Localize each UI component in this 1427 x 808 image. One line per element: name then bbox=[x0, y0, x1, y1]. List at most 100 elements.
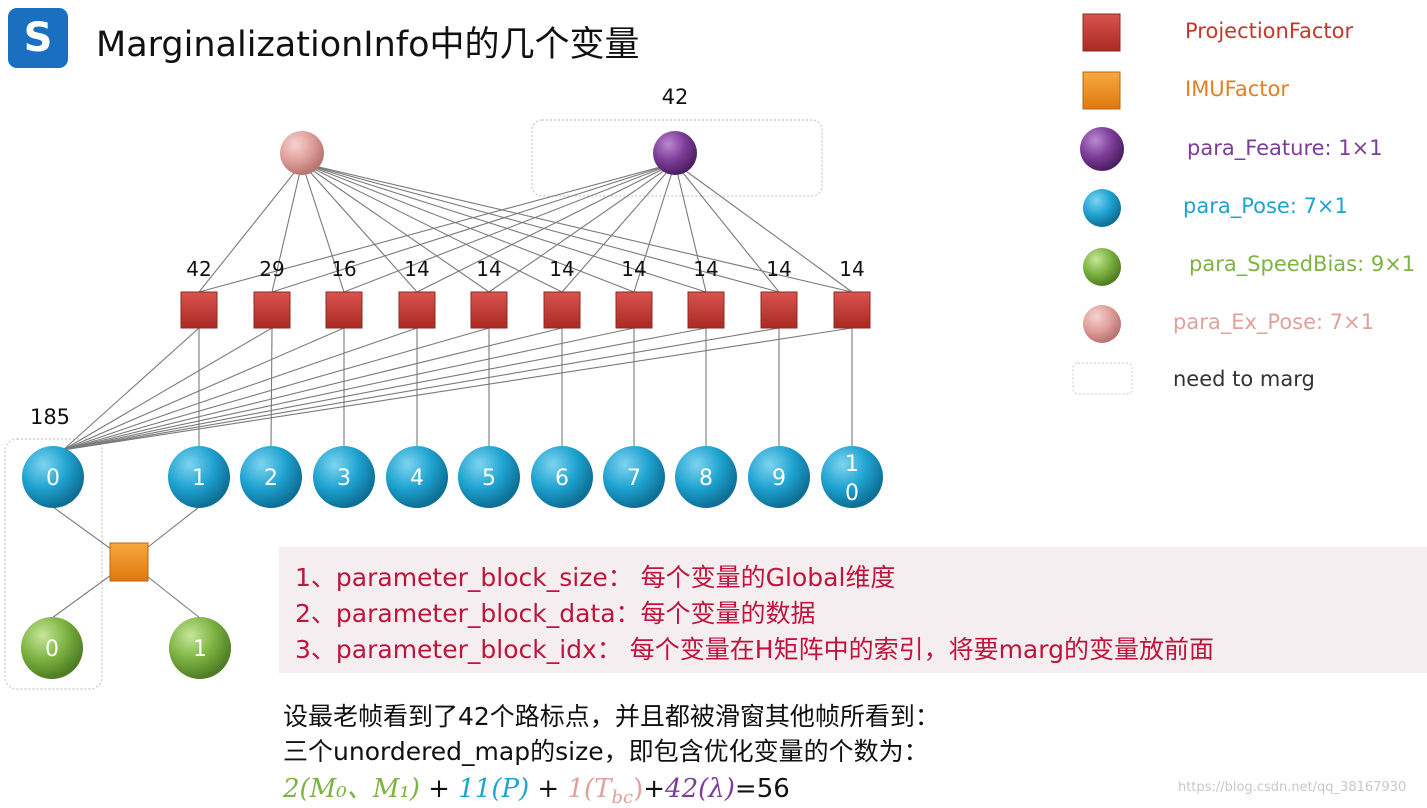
block-size-label: 185 bbox=[30, 405, 70, 429]
edge-expose-to-proj-7 bbox=[301, 162, 707, 293]
formula-expose-subscript: bc bbox=[611, 787, 634, 808]
edge-expose-to-proj-5 bbox=[301, 162, 563, 293]
projection-count-label: 42 bbox=[186, 257, 211, 281]
logo-icon: S bbox=[8, 8, 68, 68]
edge-feature-to-proj-3 bbox=[416, 162, 676, 293]
edge-proj-7-to-pose-0 bbox=[62, 327, 707, 451]
projection-count-label: 14 bbox=[404, 257, 429, 281]
edge-expose-to-proj-1 bbox=[271, 162, 303, 293]
note-line-1: 设最老帧看到了42个路标点，并且都被滑窗其他帧所看到： bbox=[283, 702, 940, 731]
edge-proj-1-to-pose-0 bbox=[62, 327, 273, 451]
edge-proj-9-to-pose-0 bbox=[62, 327, 853, 451]
pose-node-0 bbox=[22, 446, 84, 508]
edge-proj-5-to-pose-0 bbox=[62, 327, 563, 451]
info-line-3: 3、parameter_block_idx： 每个变量在H矩阵中的索引，将要ma… bbox=[295, 635, 1214, 664]
formula-feature-term: 42(λ) bbox=[665, 774, 735, 804]
formula-expose-close: ) bbox=[633, 774, 644, 804]
pose-node-label: 1 bbox=[845, 452, 859, 477]
pose-node-label: 2 bbox=[264, 466, 278, 491]
pose-node-2 bbox=[240, 446, 302, 508]
logo-glyph: S bbox=[23, 15, 53, 61]
legend-marg-box-icon bbox=[1072, 362, 1133, 395]
pose-node-6 bbox=[531, 446, 593, 508]
marg-box-feature bbox=[531, 119, 823, 197]
edge-proj-1-to-pose-2 bbox=[270, 327, 273, 447]
pose-node-7 bbox=[603, 446, 665, 508]
edge-feature-to-proj-6 bbox=[633, 162, 676, 293]
edge-expose-to-proj-6 bbox=[301, 162, 635, 293]
projection-factor-4 bbox=[470, 291, 508, 329]
legend-expose-label: para_Ex_Pose: 7×1 bbox=[1173, 310, 1375, 334]
edge-expose-to-proj-9 bbox=[301, 162, 853, 293]
edge-feature-to-proj-0 bbox=[198, 162, 676, 293]
ex-pose-node bbox=[280, 131, 324, 175]
pose-node-label: 4 bbox=[410, 466, 424, 491]
legend-projection-label: ProjectionFactor bbox=[1185, 19, 1354, 43]
pose-node-label: 0 bbox=[46, 466, 60, 491]
pose-node-label: 8 bbox=[699, 466, 713, 491]
formula-pose-term: 11(P) bbox=[458, 774, 530, 804]
feature-node bbox=[653, 131, 697, 175]
feature-count-label: 42 bbox=[662, 85, 689, 109]
speedbias-node-label: 1 bbox=[193, 637, 207, 662]
legend-pose-label: para_Pose: 7×1 bbox=[1183, 194, 1348, 218]
page-title: MarginalizationInfo中的几个变量 bbox=[96, 25, 640, 65]
legend-imu-icon bbox=[1082, 71, 1121, 110]
edge-proj-4-to-pose-0 bbox=[62, 327, 490, 451]
legend-speedbias-label: para_SpeedBias: 9×1 bbox=[1189, 252, 1416, 276]
pose-node-8 bbox=[675, 446, 737, 508]
projection-factor-1 bbox=[253, 291, 291, 329]
edge-feature-to-proj-1 bbox=[271, 162, 676, 293]
pose-node-1 bbox=[168, 446, 230, 508]
edge-proj-6-to-pose-0 bbox=[62, 327, 635, 451]
projection-factor-8 bbox=[760, 291, 798, 329]
projection-factor-0 bbox=[180, 291, 218, 329]
formula-plus-3: + bbox=[643, 774, 666, 804]
speedbias-node-label: 0 bbox=[45, 637, 59, 662]
pose-node-3 bbox=[313, 446, 375, 508]
projection-factor-3 bbox=[398, 291, 436, 329]
graph-edges bbox=[51, 162, 853, 619]
speedbias-node-0 bbox=[21, 617, 83, 679]
projection-factor-2 bbox=[325, 291, 363, 329]
info-line-2: 2、parameter_block_data：每个变量的数据 bbox=[295, 599, 816, 628]
pose-node-label: 3 bbox=[337, 466, 351, 491]
edge-feature-to-proj-9 bbox=[674, 162, 853, 293]
pose-node-label: 0 bbox=[845, 481, 859, 506]
info-line-1: 1、parameter_block_size： 每个变量的Global维度 bbox=[295, 563, 896, 592]
edge-proj-0-to-pose-0 bbox=[62, 327, 200, 451]
legend-expose-icon bbox=[1083, 305, 1121, 343]
pose-node-label: 6 bbox=[555, 466, 569, 491]
edge-proj-3-to-pose-0 bbox=[62, 327, 418, 451]
pose-node-9 bbox=[748, 446, 810, 508]
projection-count-label: 14 bbox=[693, 257, 718, 281]
count-formula: 2(M₀、M₁) + 11(P) + 1(Tbc)+42(λ)=56 bbox=[283, 768, 790, 808]
legend-pose-icon bbox=[1083, 189, 1121, 227]
edge-feature-to-proj-2 bbox=[343, 162, 676, 293]
legend-imu-label: IMUFactor bbox=[1185, 77, 1289, 101]
edge-expose-to-proj-3 bbox=[301, 162, 418, 293]
projection-count-label: 14 bbox=[476, 257, 501, 281]
edge-expose-to-proj-4 bbox=[301, 162, 490, 293]
projection-factor-5 bbox=[543, 291, 581, 329]
legend-marg-label: need to marg bbox=[1173, 367, 1315, 391]
legend-speedbias-icon bbox=[1083, 248, 1121, 286]
info-box: 1、parameter_block_size： 每个变量的Global维度 2、… bbox=[279, 547, 1427, 673]
edge-expose-to-proj-8 bbox=[301, 162, 780, 293]
projection-factor-7 bbox=[687, 291, 725, 329]
pose-node-label: 7 bbox=[627, 466, 641, 491]
edge-expose-to-proj-0 bbox=[198, 162, 303, 293]
projection-count-label: 14 bbox=[766, 257, 791, 281]
projection-count-label: 14 bbox=[549, 257, 574, 281]
pose-node-5 bbox=[458, 446, 520, 508]
edge-expose-to-proj-2 bbox=[301, 162, 345, 293]
legend-shapes bbox=[1072, 13, 1133, 395]
projection-count-label: 14 bbox=[839, 257, 864, 281]
pose-node-label: 9 bbox=[772, 466, 786, 491]
watermark: https://blog.csdn.net/qq_38167930 bbox=[1178, 780, 1407, 795]
projection-factor-6 bbox=[615, 291, 653, 329]
formula-result: =56 bbox=[734, 774, 790, 804]
